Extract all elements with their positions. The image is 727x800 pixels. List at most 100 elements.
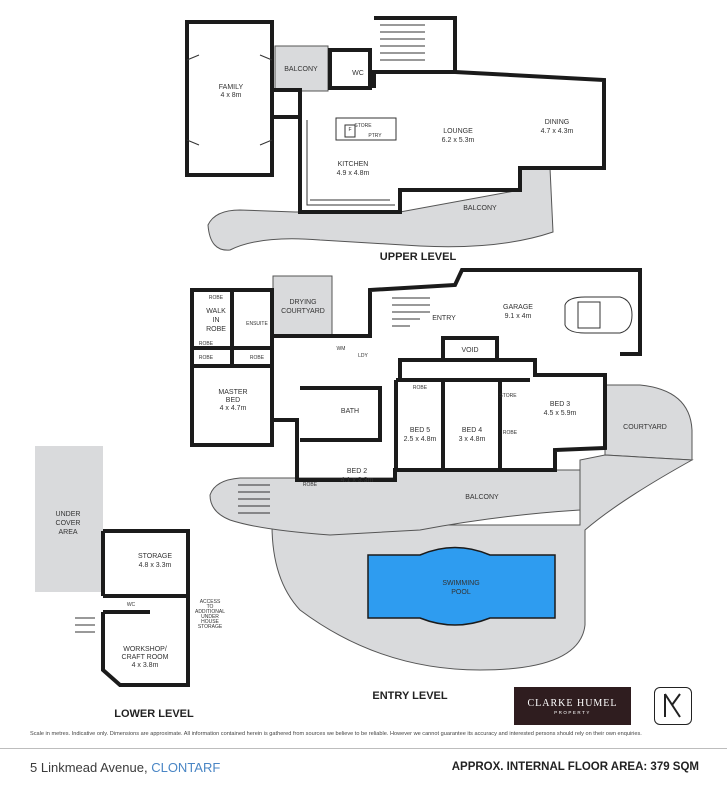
bed3-label: BED 3 <box>550 401 570 408</box>
access-note-1: ACCESS <box>200 599 221 605</box>
drying-courtyard-label-2: COURTYARD <box>281 308 325 315</box>
balcony-top-label: BALCONY <box>284 66 318 73</box>
logo-brand: CLARKE HUMEL <box>527 697 618 709</box>
footer-divider <box>0 748 727 749</box>
bath-label: BATH <box>341 408 359 415</box>
street-address: 5 Linkmead Avenue, <box>30 760 148 775</box>
bedroom-walls <box>394 378 530 470</box>
pantry-label: PTRY <box>368 133 382 139</box>
under-cover-label-1: UNDER <box>56 511 81 518</box>
master-wing-walls <box>190 288 274 447</box>
workshop-label: WORKSHOP/ <box>123 646 167 653</box>
suburb: CLONTARF <box>151 760 221 775</box>
storage-size: 4.8 x 3.3m <box>139 562 172 569</box>
entry-label: ENTRY <box>432 315 456 322</box>
master-bed-size: 4 x 4.7m <box>220 405 247 412</box>
balcony-stairs <box>238 484 270 514</box>
dining-label: DINING <box>545 119 570 126</box>
drying-courtyard <box>272 275 333 337</box>
access-note-6: STORAGE <box>198 624 223 630</box>
agency-logo: CLARKE HUMEL PROPERTY <box>514 687 631 725</box>
family-size: 4 x 8m <box>220 92 241 99</box>
under-cover-label-2: COVER <box>56 520 81 527</box>
bed4-label: BED 4 <box>462 427 482 434</box>
kitchen-size: 4.9 x 4.8m <box>337 170 370 177</box>
store-label-entry: STORE <box>499 393 517 399</box>
robe-label-4: ROBE <box>250 355 265 361</box>
store-label: STORE <box>354 123 372 129</box>
bed4-size: 3 x 4.8m <box>459 436 486 443</box>
bed2-label: BED 2 <box>347 468 367 475</box>
under-cover-label-3: AREA <box>58 529 77 536</box>
swimming-pool <box>367 546 556 626</box>
storage-label: STORAGE <box>138 553 172 560</box>
lounge-size: 6.2 x 5.3m <box>442 137 475 144</box>
pool-label-1: SWIMMING <box>442 580 479 587</box>
entry-level-label: ENTRY LEVEL <box>372 690 447 702</box>
balcony-bottom-label: BALCONY <box>463 205 497 212</box>
fridge-label: F <box>348 127 351 133</box>
logo-sub: PROPERTY <box>554 709 591 715</box>
robe-label-6: ROBE <box>503 430 518 436</box>
access-note-4: UNDER <box>201 614 219 620</box>
bed3-size: 4.5 x 5.9m <box>544 410 577 417</box>
access-note-5: HOUSE <box>201 619 219 625</box>
under-cover-area <box>35 446 103 592</box>
robe-label-7: ROBE <box>303 482 318 488</box>
bed5-label: BED 5 <box>410 427 430 434</box>
pool-label-2: POOL <box>451 589 471 596</box>
workshop-size: 4 x 3.8m <box>132 662 159 669</box>
drying-courtyard-label-1: DRYING <box>289 299 316 306</box>
central-block-walls <box>272 268 642 482</box>
floor-area: APPROX. INTERNAL FLOOR AREA: 379 SQM <box>451 761 699 773</box>
laundry-label: LDY <box>358 353 368 359</box>
lower-level-walls <box>101 529 190 687</box>
lounge-label: LOUNGE <box>443 128 473 135</box>
car-icon <box>564 296 633 334</box>
family-room-walls <box>185 20 274 177</box>
lower-wc-label: WC <box>127 602 136 608</box>
dining-size: 4.7 x 4.3m <box>541 128 574 135</box>
garage-size: 9.1 x 4m <box>505 313 532 320</box>
north-compass-icon <box>654 687 692 725</box>
walk-in-robe-2: IN <box>213 317 220 324</box>
robe-label-5: ROBE <box>413 385 428 391</box>
upper-balcony-deck <box>207 167 554 251</box>
bed2-size: 4.1 x 3.3m <box>341 477 374 484</box>
entry-stairs <box>392 297 430 327</box>
family-label: FAMILY <box>219 84 244 91</box>
robe-label-1: ROBE <box>209 295 224 301</box>
robe-label-2: ROBE <box>199 341 214 347</box>
garage-label: GARAGE <box>503 304 533 311</box>
walk-in-robe-3: ROBE <box>206 326 226 333</box>
void-label: VOID <box>461 347 478 354</box>
lower-stairs <box>75 617 95 633</box>
ensuite-label: ENSUITE <box>246 321 268 327</box>
bath-walls <box>300 386 382 442</box>
wc-label: WC <box>352 70 364 77</box>
wc-walls <box>328 48 372 90</box>
courtyard-label: COURTYARD <box>623 424 667 431</box>
void-walls <box>441 336 499 362</box>
courtyard-deck <box>604 384 693 461</box>
upper-balcony-top <box>274 45 329 92</box>
entry-balcony-label: BALCONY <box>465 494 499 501</box>
robe-label-3: ROBE <box>199 355 214 361</box>
upper-level-label: UPPER LEVEL <box>380 251 457 263</box>
master-bed-label: MASTER <box>218 389 247 396</box>
bed5-size: 2.5 x 4.8m <box>404 436 437 443</box>
access-note-3: ADDITIONAL <box>195 609 225 615</box>
walk-in-robe-1: WALK <box>206 308 226 315</box>
entry-balcony-deck <box>209 469 581 536</box>
kitchen-label: KITCHEN <box>338 161 369 168</box>
access-note-2: TO <box>207 604 214 610</box>
upper-stairs-walls <box>374 16 457 72</box>
lower-level-label: LOWER LEVEL <box>114 708 194 720</box>
disclaimer-text: Scale in metres. Indicative only. Dimens… <box>30 731 642 737</box>
workshop-label-2: CRAFT ROOM <box>122 654 169 661</box>
upper-main-walls <box>272 70 606 214</box>
master-bed-label-2: BED <box>226 397 240 404</box>
upper-stairs <box>380 24 425 61</box>
wm-label: WM <box>337 346 346 352</box>
